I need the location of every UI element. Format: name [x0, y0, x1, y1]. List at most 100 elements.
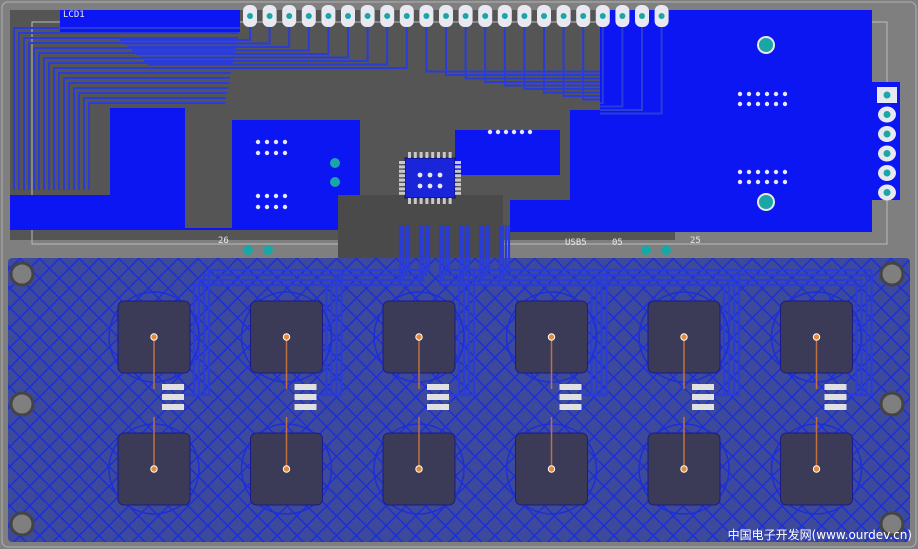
smd-part: [162, 404, 184, 410]
header-pin: [537, 5, 551, 27]
header-pin: [301, 5, 316, 27]
header-pin: [635, 5, 649, 27]
touch-pad: [505, 291, 598, 389]
header-pin: [341, 5, 355, 27]
left-trace: [63, 77, 230, 190]
header-trace-bundle: [120, 27, 663, 115]
smd-part: [559, 404, 582, 410]
header-pin: [497, 5, 512, 27]
keypad-trace: [189, 225, 411, 397]
silk-label-25: 25: [690, 236, 701, 246]
header-trace: [523, 27, 600, 90]
header-trace: [148, 27, 389, 66]
smd-part: [427, 404, 449, 410]
header-pin: [360, 5, 375, 27]
top-vias: [243, 36, 775, 255]
header-pin: [576, 5, 591, 27]
mounting-holes: [9, 261, 905, 537]
header-pin: [282, 5, 297, 27]
silk-lcd-label: LCD1: [63, 10, 85, 20]
keypad-trace: [321, 225, 431, 397]
connector-pin: [878, 184, 896, 201]
connector-pin: [877, 87, 897, 103]
header-trace: [120, 27, 251, 41]
connector-pin: [878, 165, 896, 181]
left-trace: [83, 97, 226, 190]
smd-part: [692, 404, 714, 410]
header-trace: [128, 27, 291, 48]
touch-pad: [373, 417, 465, 515]
smd-part: [559, 394, 582, 400]
left-trace: [78, 92, 227, 190]
header-trace: [136, 27, 330, 55]
touch-pad: [770, 291, 863, 389]
header-pin: [419, 5, 434, 27]
header-trace: [140, 27, 349, 59]
header-trace: [124, 27, 271, 45]
left-trace: [23, 37, 238, 190]
keypad-trace: [507, 225, 873, 397]
smd-part: [824, 384, 847, 390]
header-trace: [600, 27, 663, 115]
touch-pad: [638, 291, 730, 389]
header-trace: [425, 27, 600, 73]
right-connector: [877, 87, 897, 201]
header-trace: [503, 27, 600, 87]
copper-right: [510, 10, 900, 232]
left-trace: [13, 27, 240, 190]
header-trace: [600, 27, 643, 111]
smd-part: [824, 404, 847, 410]
header-trace: [464, 27, 600, 80]
header-pin: [654, 5, 669, 27]
copper-top-strip: [60, 10, 240, 32]
header-pin: [399, 5, 414, 27]
header-trace: [562, 27, 600, 97]
header-trace: [445, 27, 600, 76]
silk-label-usb: USB5: [565, 238, 587, 248]
touch-pad: [770, 417, 863, 515]
connector-pin: [878, 126, 896, 142]
touch-pad: [373, 291, 465, 389]
touch-keypad: [108, 225, 873, 515]
header-pin: [321, 5, 336, 27]
silk-label-26: 26: [218, 236, 229, 246]
smd-part: [559, 384, 582, 390]
left-trace: [73, 87, 228, 190]
header-trace: [152, 27, 408, 69]
left-trace: [68, 82, 229, 190]
header-trace: [543, 27, 600, 94]
watermark-text: 中国电子开发网(www.ourdev.cn): [727, 528, 912, 542]
header-trace: [600, 27, 604, 104]
smd-part: [294, 404, 317, 410]
smd-part: [692, 394, 714, 400]
header-trace: [144, 27, 369, 62]
silk-label-05: 05: [612, 238, 623, 248]
lcd-pin-header: [243, 5, 669, 27]
smd-part: [162, 394, 184, 400]
header-pin: [262, 5, 277, 27]
left-trace: [48, 62, 233, 190]
keypad-trace-group: [306, 225, 431, 397]
header-trace: [600, 27, 624, 108]
header-pin: [439, 5, 453, 27]
header-pin: [517, 5, 532, 27]
header-pin: [380, 5, 395, 27]
smd-part: [162, 384, 184, 390]
left-trace: [88, 102, 225, 190]
connector-pin: [878, 106, 896, 123]
copper-center: [455, 130, 560, 175]
header-pin: [595, 5, 610, 27]
smd-part: [427, 394, 449, 400]
left-trace: [58, 72, 231, 190]
header-trace: [484, 27, 600, 83]
smd-part: [294, 394, 317, 400]
smd-part: [824, 394, 847, 400]
touch-pad: [240, 291, 333, 389]
header-pin: [243, 5, 257, 27]
keypad-trace-group: [498, 225, 873, 397]
header-pin: [478, 5, 493, 27]
smd-part: [692, 384, 714, 390]
touch-pad: [108, 417, 200, 515]
touch-pad: [240, 417, 333, 515]
keypad-trace-group: [174, 225, 411, 397]
